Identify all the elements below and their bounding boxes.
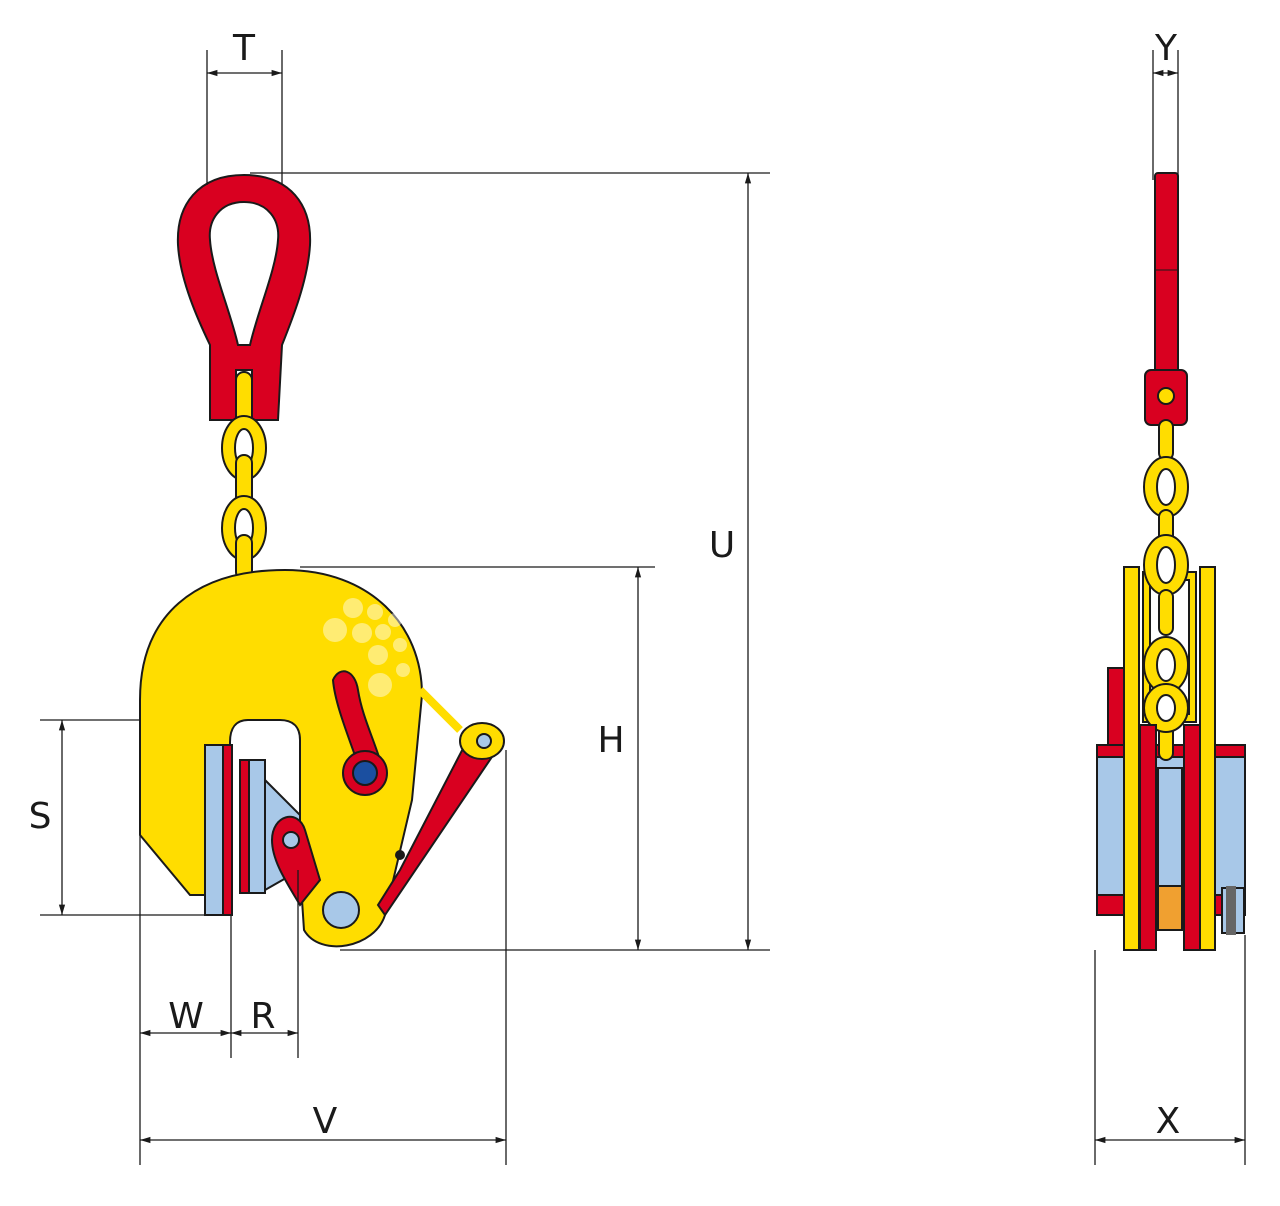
dimension-lines-front — [1094, 50, 1246, 1165]
dim-label-s: S — [29, 796, 52, 837]
dim-label-y: Y — [1154, 28, 1178, 69]
lock-arm — [376, 733, 502, 917]
chain — [221, 371, 267, 581]
pivot-pin — [322, 891, 360, 929]
shackle-front — [1154, 172, 1179, 374]
dim-label-w: W — [168, 996, 204, 1037]
dim-label-v: V — [313, 1101, 338, 1142]
dim-label-u: U — [709, 525, 735, 566]
dimension-lines-side — [40, 50, 770, 1165]
lock-handle — [331, 670, 382, 772]
chain-front — [1143, 419, 1189, 546]
dim-label-h: H — [597, 720, 624, 761]
clamp-body — [139, 568, 424, 948]
dim-label-x: X — [1156, 1101, 1181, 1142]
dim-label-t: T — [232, 28, 256, 69]
rivet — [395, 850, 405, 860]
chain-front-lower — [1143, 534, 1189, 761]
dim-label-r: R — [250, 996, 275, 1037]
side-view — [139, 173, 505, 948]
highlight-dots — [323, 598, 410, 697]
cam-pin — [282, 831, 300, 849]
front-view — [1096, 172, 1246, 951]
